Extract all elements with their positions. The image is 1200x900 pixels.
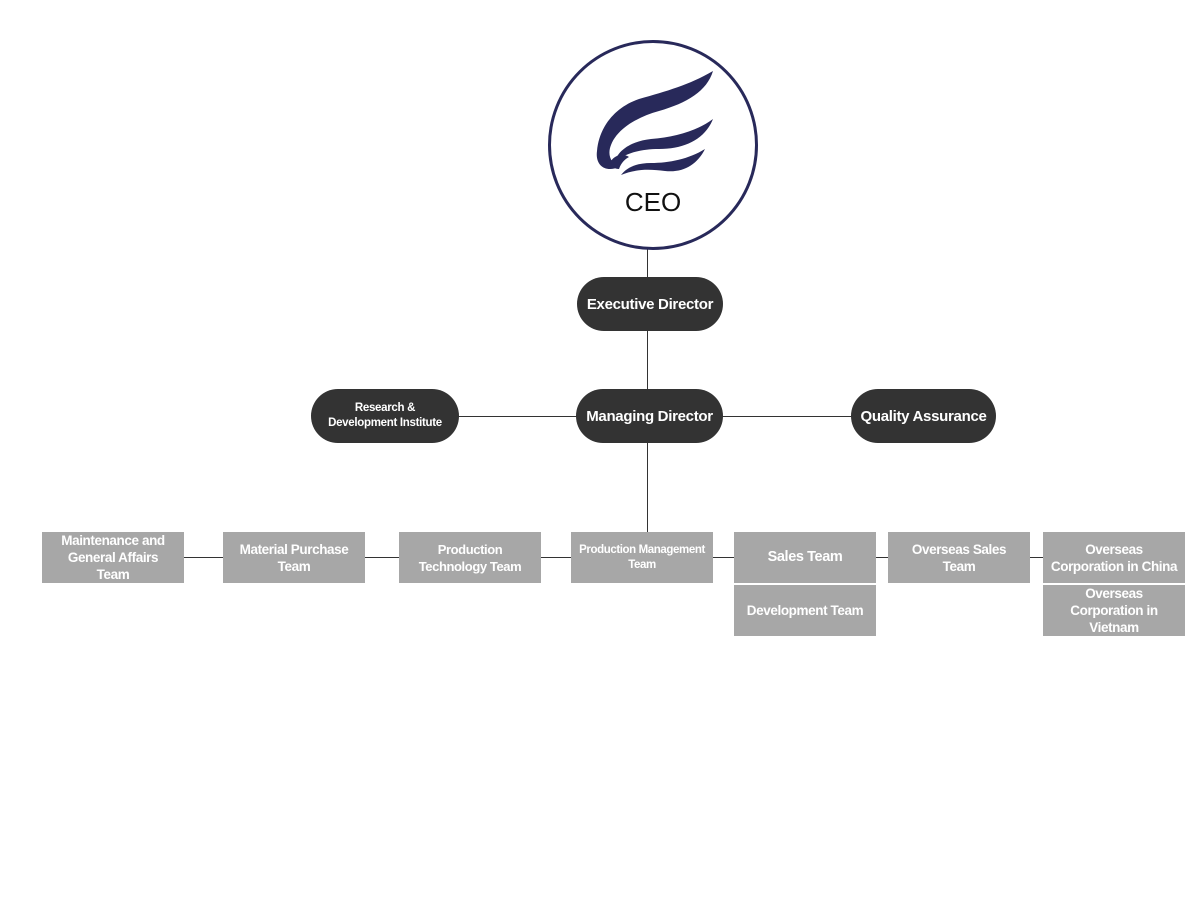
- team-material-purchase: Material Purchase Team: [223, 532, 365, 583]
- team-maintenance: Maintenance and General Affairs Team: [42, 532, 184, 583]
- connector-research-managing: [458, 416, 578, 417]
- executive-director-node: Executive Director: [577, 277, 723, 331]
- connector-executive-managing: [647, 330, 648, 390]
- wing-logo-icon: [596, 71, 713, 175]
- team-production-management: Production Management Team: [571, 532, 713, 583]
- connector-managing-quality: [722, 416, 852, 417]
- connector-managing-teams: [647, 442, 648, 533]
- quality-assurance-node: Quality Assurance: [851, 389, 996, 443]
- team-overseas-china: Overseas Corporation in China: [1043, 532, 1185, 583]
- team-development: Development Team: [734, 585, 876, 636]
- team-production-technology: Production Technology Team: [399, 532, 541, 583]
- team-overseas-vietnam: Overseas Corporation in Vietnam: [1043, 585, 1185, 636]
- managing-director-node: Managing Director: [576, 389, 723, 443]
- connector-ceo-executive: [647, 247, 648, 278]
- research-institute-node: Research & Development Institute: [311, 389, 459, 443]
- ceo-label: CEO: [624, 187, 682, 217]
- team-sales: Sales Team: [734, 532, 876, 583]
- team-overseas-sales: Overseas Sales Team: [888, 532, 1030, 583]
- ceo-node: CEO: [548, 40, 758, 250]
